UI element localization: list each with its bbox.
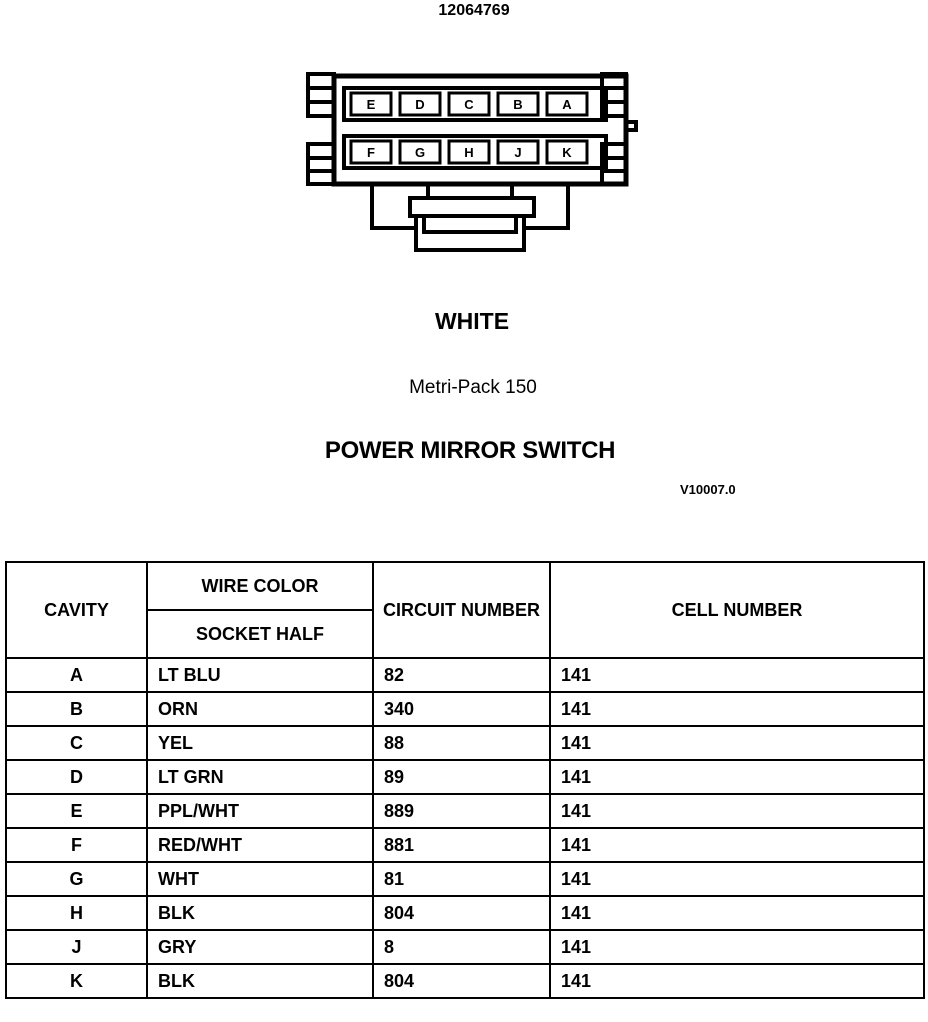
header-cell-number: CELL NUMBER [549,561,925,659]
cavity-b [496,91,540,117]
cavity-label-a: A [562,97,572,112]
cavity-k [545,139,589,165]
cavity-cell: F [5,827,148,863]
component-title: POWER MIRROR SWITCH [324,437,616,464]
circuit-number-cell: 88 [372,725,551,761]
cavity-label-g: G [415,145,425,160]
wire-color-cell: PPL/WHT [146,793,374,829]
header-wire-color: WIRE COLOR [146,561,374,611]
wire-color-cell: RED/WHT [146,827,374,863]
cavity-d [398,91,442,117]
cavity-cell: H [5,895,148,931]
circuit-number-cell: 8 [372,929,551,965]
circuit-number-cell: 881 [372,827,551,863]
wire-color-cell: YEL [146,725,374,761]
connector-family: Metri-Pack 150 [409,377,537,398]
cavity-label-j: J [514,145,521,160]
circuit-number-cell: 804 [372,963,551,999]
header-socket-half: SOCKET HALF [146,609,374,659]
circuit-number-cell: 81 [372,861,551,897]
wire-color-cell: LT BLU [146,657,374,693]
connector-color: WHITE [434,308,510,334]
top-row-frame [342,86,608,122]
cavity-cell: B [5,691,148,727]
cavity-cell: K [5,963,148,999]
cavity-a [545,91,589,117]
circuit-number-cell: 340 [372,691,551,727]
header-circuit-number: CIRCUIT NUMBER [372,561,551,659]
part-number: 12064769 [438,2,510,19]
cavity-label-f: F [367,145,375,160]
cavity-f [349,139,393,165]
cell-number-cell: 141 [549,963,925,999]
cavity-e [349,91,393,117]
cavity-cell: J [5,929,148,965]
cavity-label-h: H [464,145,473,160]
cavity-cell: A [5,657,148,693]
cell-number-cell: 141 [549,691,925,727]
circuit-number-cell: 889 [372,793,551,829]
cavity-g [398,139,442,165]
connector-face-diagram: E D C B A F G H J K [306,72,638,252]
wire-color-cell: BLK [146,895,374,931]
wire-color-cell: GRY [146,929,374,965]
cavity-label-d: D [415,97,424,112]
cavity-cell: D [5,759,148,795]
cavity-label-e: E [367,97,376,112]
view-code: V10007.0 [680,482,736,497]
bottom-row-frame [342,134,608,170]
cavity-c [447,91,491,117]
cavity-h [447,139,491,165]
cell-number-cell: 141 [549,861,925,897]
cell-number-cell: 141 [549,895,925,931]
cell-number-cell: 141 [549,657,925,693]
cavity-cell: C [5,725,148,761]
header-cavity: CAVITY [5,561,148,659]
cell-number-cell: 141 [549,929,925,965]
cell-number-cell: 141 [549,725,925,761]
cavity-j [496,139,540,165]
cavity-label-c: C [464,97,474,112]
right-latch-tabs [600,72,638,186]
left-latch-tabs [306,72,336,186]
wire-color-cell: WHT [146,861,374,897]
cell-number-cell: 141 [549,827,925,863]
cell-number-cell: 141 [549,793,925,829]
circuit-number-cell: 89 [372,759,551,795]
cavity-cell: G [5,861,148,897]
wire-color-cell: BLK [146,963,374,999]
wire-color-cell: ORN [146,691,374,727]
circuit-number-cell: 82 [372,657,551,693]
cavity-label-b: B [513,97,522,112]
wire-color-cell: LT GRN [146,759,374,795]
cavity-label-k: K [562,145,572,160]
circuit-number-cell: 804 [372,895,551,931]
pinout-table: CAVITY WIRE COLOR CIRCUIT NUMBER CELL NU… [5,561,925,999]
cavity-cell: E [5,793,148,829]
cell-number-cell: 141 [549,759,925,795]
connector-lock [370,184,570,252]
